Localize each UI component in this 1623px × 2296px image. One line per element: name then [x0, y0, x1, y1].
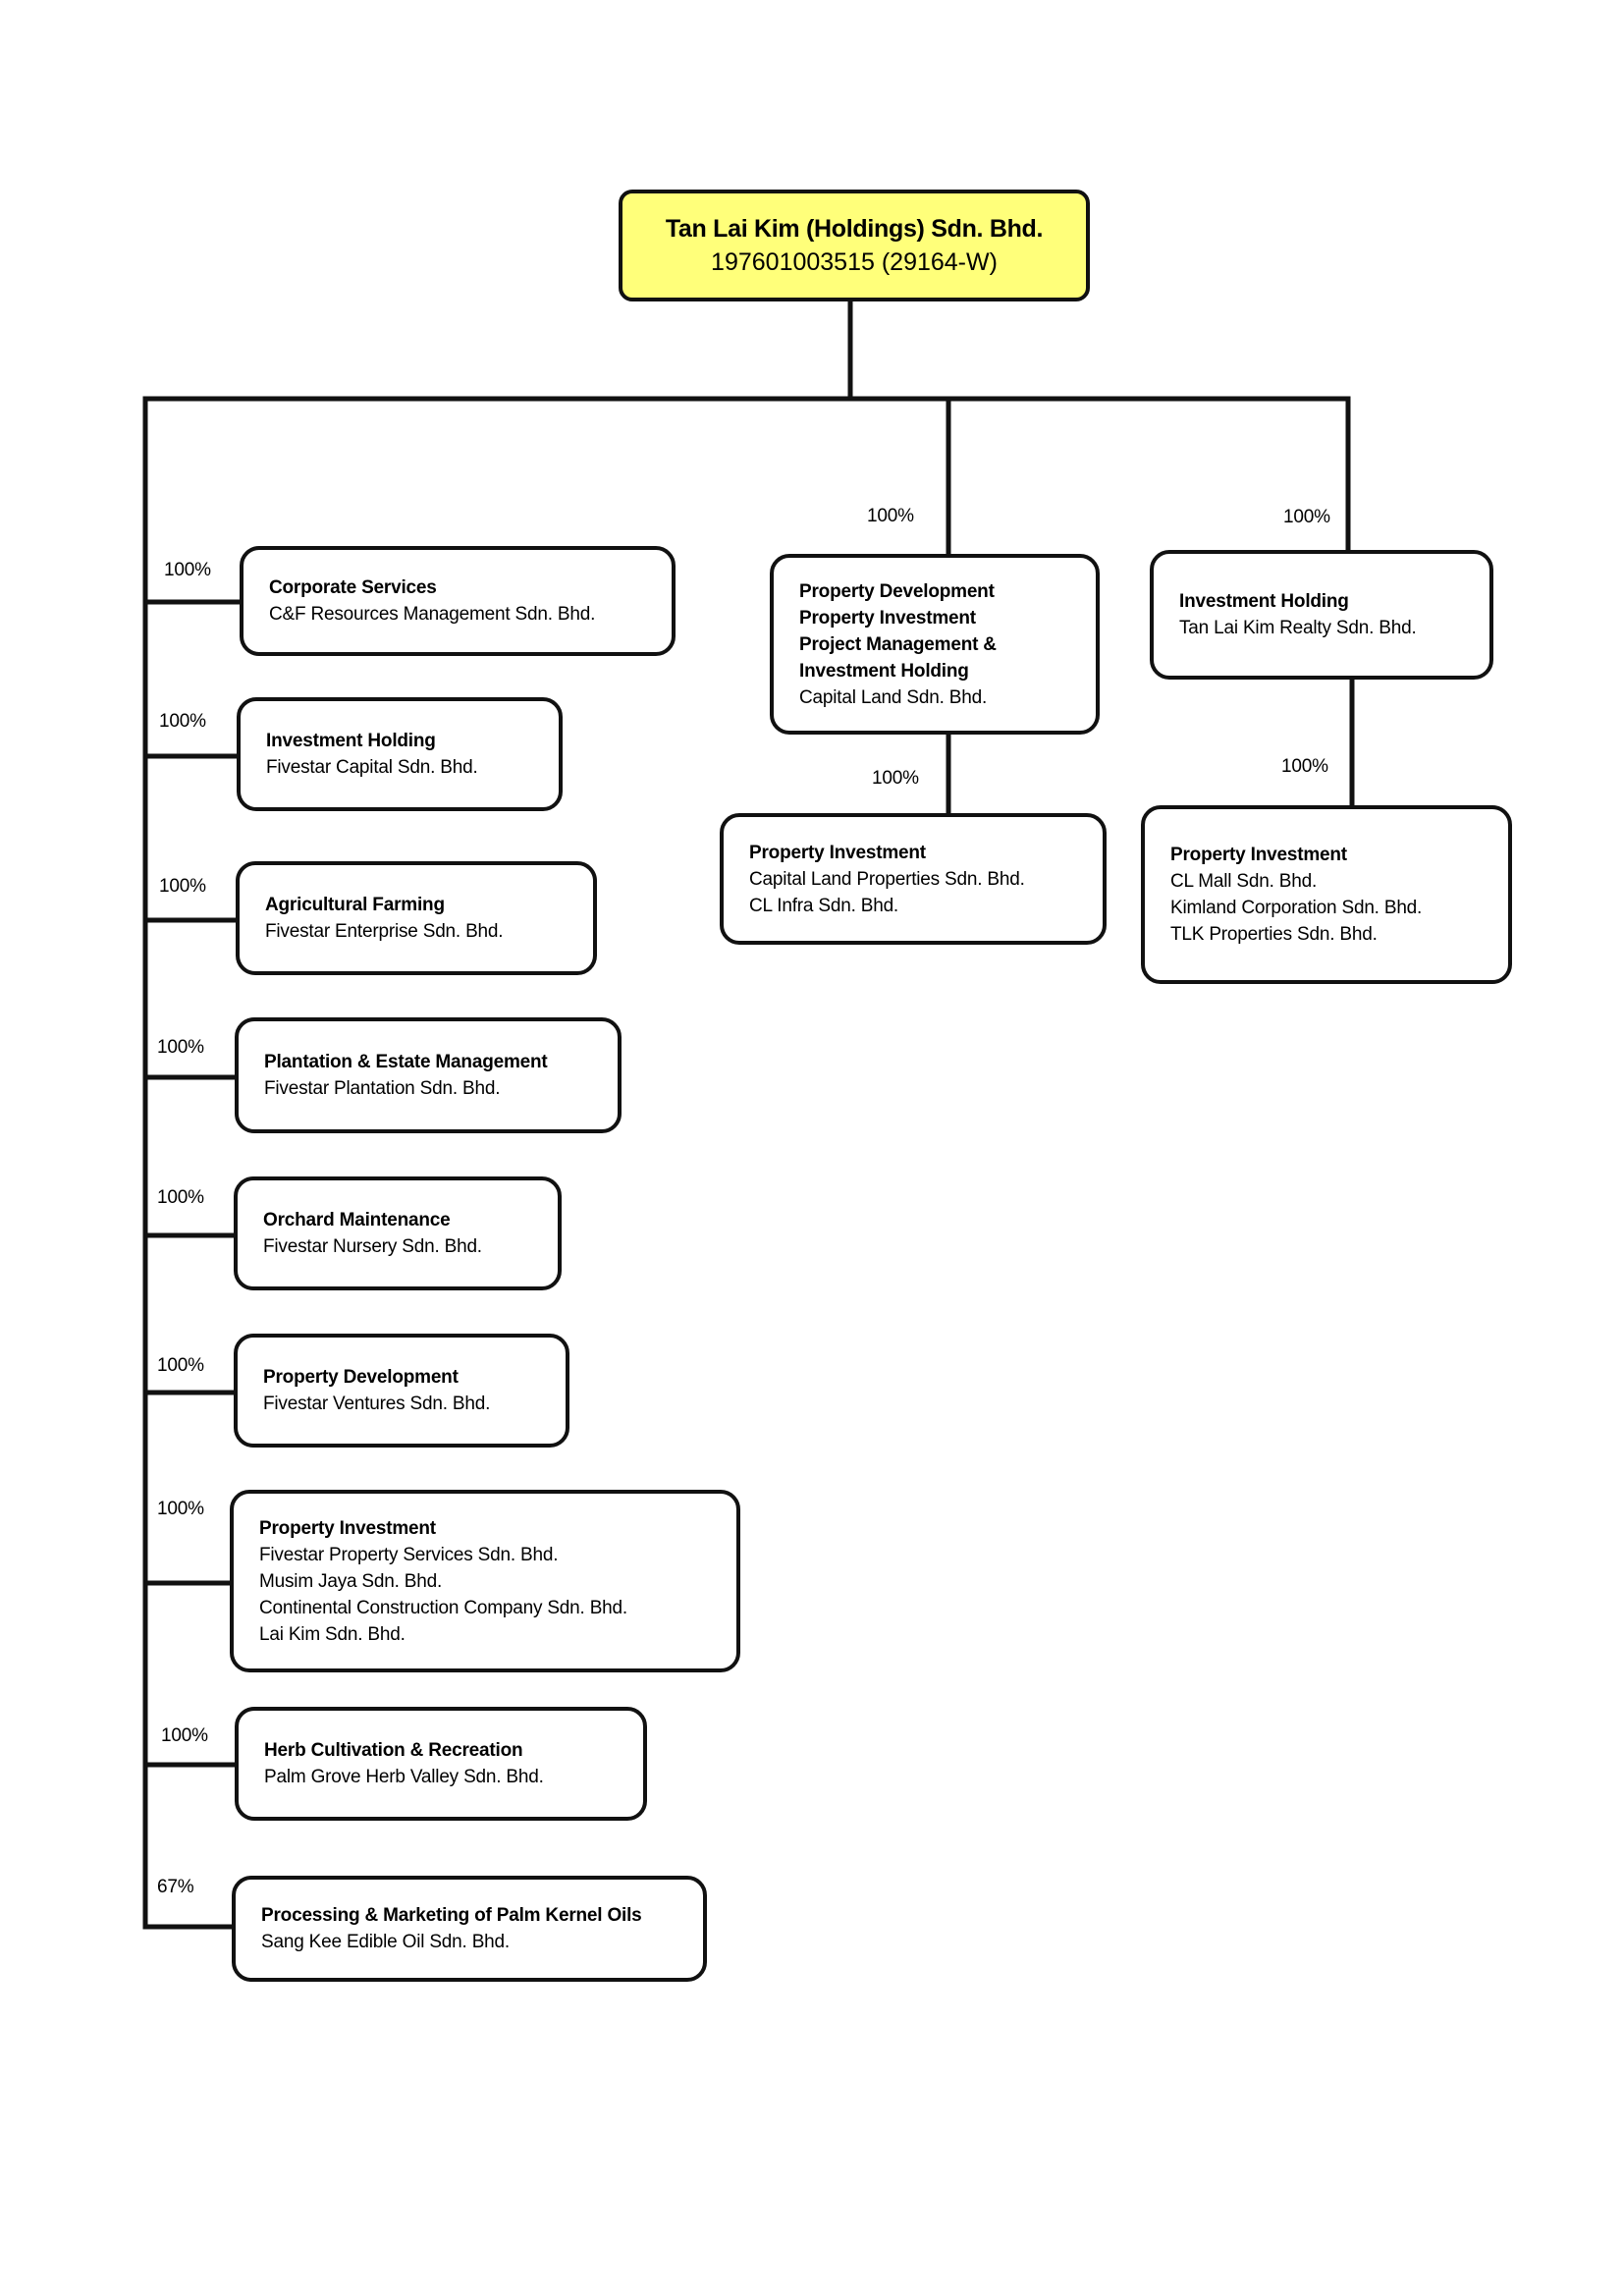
business-activity: Investment Holding	[1179, 591, 1349, 612]
subsidiary-box: Agricultural Farming Fivestar Enterprise…	[236, 861, 597, 975]
ownership-pct: 100%	[161, 1725, 208, 1746]
company-name: Kimland Corporation Sdn. Bhd.	[1170, 898, 1423, 918]
business-activity: Property Investment	[799, 607, 976, 629]
business-activity: Processing & Marketing of Palm Kernel Oi…	[261, 1905, 642, 1926]
ownership-pct: 100%	[164, 560, 211, 580]
company-name: Fivestar Enterprise Sdn. Bhd.	[265, 921, 504, 942]
ownership-pct: 100%	[159, 711, 206, 732]
company-name: Musim Jaya Sdn. Bhd.	[259, 1570, 443, 1592]
ownership-pct: 100%	[1281, 756, 1328, 777]
company-name: Continental Construction Company Sdn. Bh…	[259, 1597, 627, 1618]
business-activity: Plantation & Estate Management	[264, 1052, 548, 1072]
business-activity: Orchard Maintenance	[263, 1210, 451, 1230]
subsidiary-box: Property Development Property Investment…	[770, 554, 1100, 735]
subsidiary-box: Property Investment Fivestar Property Se…	[230, 1490, 740, 1672]
ownership-pct: 100%	[157, 1187, 204, 1208]
company-name: Capital Land Properties Sdn. Bhd.	[749, 868, 1025, 890]
company-name: Sang Kee Edible Oil Sdn. Bhd.	[261, 1932, 510, 1952]
ownership-pct: 100%	[157, 1499, 204, 1519]
company-name: CL Mall Sdn. Bhd.	[1170, 871, 1318, 892]
business-activity: Property Investment	[259, 1517, 436, 1539]
subsidiary-box: Property Investment CL Mall Sdn. Bhd. Ki…	[1141, 805, 1512, 984]
business-activity: Agricultural Farming	[265, 895, 445, 915]
business-activity: Corporate Services	[269, 577, 437, 598]
subsidiary-box: Processing & Marketing of Palm Kernel Oi…	[232, 1876, 707, 1982]
ownership-pct: 100%	[157, 1355, 204, 1376]
company-name: Lai Kim Sdn. Bhd.	[259, 1623, 406, 1645]
business-activity: Property Development	[799, 580, 995, 602]
company-name: Fivestar Capital Sdn. Bhd.	[266, 757, 478, 778]
root-company-name: Tan Lai Kim (Holdings) Sdn. Bhd.	[665, 215, 1044, 243]
business-activity: Investment Holding	[799, 660, 969, 682]
root-company-reg-no: 197601003515 (29164-W)	[711, 248, 998, 276]
subsidiary-box: Property Investment Capital Land Propert…	[720, 813, 1107, 945]
ownership-pct: 100%	[1283, 507, 1330, 527]
subsidiary-box: Corporate Services C&F Resources Managem…	[240, 546, 676, 656]
ownership-pct: 100%	[872, 768, 919, 789]
ownership-pct: 100%	[157, 1037, 204, 1058]
business-activity: Herb Cultivation & Recreation	[264, 1740, 523, 1761]
business-activity: Project Management &	[799, 633, 997, 655]
business-activity: Property Investment	[1170, 845, 1347, 865]
subsidiary-box: Herb Cultivation & Recreation Palm Grove…	[235, 1707, 647, 1821]
subsidiary-box: Orchard Maintenance Fivestar Nursery Sdn…	[234, 1176, 562, 1290]
company-name: Fivestar Property Services Sdn. Bhd.	[259, 1544, 559, 1565]
company-name: C&F Resources Management Sdn. Bhd.	[269, 604, 596, 625]
company-name: Fivestar Ventures Sdn. Bhd.	[263, 1394, 491, 1414]
company-name: Tan Lai Kim Realty Sdn. Bhd.	[1179, 618, 1417, 638]
subsidiary-box: Plantation & Estate Management Fivestar …	[235, 1017, 622, 1133]
subsidiary-box: Property Development Fivestar Ventures S…	[234, 1334, 569, 1448]
ownership-pct: 67%	[157, 1877, 194, 1897]
company-name: TLK Properties Sdn. Bhd.	[1170, 924, 1378, 945]
company-name: CL Infra Sdn. Bhd.	[749, 895, 899, 916]
company-name: Fivestar Nursery Sdn. Bhd.	[263, 1236, 482, 1257]
root-company-box: Tan Lai Kim (Holdings) Sdn. Bhd. 1976010…	[619, 190, 1090, 301]
ownership-pct: 100%	[867, 506, 914, 526]
business-activity: Property Investment	[749, 842, 926, 863]
company-name: Palm Grove Herb Valley Sdn. Bhd.	[264, 1767, 544, 1787]
business-activity: Investment Holding	[266, 731, 436, 751]
subsidiary-box: Investment Holding Tan Lai Kim Realty Sd…	[1150, 550, 1493, 680]
company-name: Capital Land Sdn. Bhd.	[799, 686, 988, 708]
company-name: Fivestar Plantation Sdn. Bhd.	[264, 1078, 501, 1099]
ownership-pct: 100%	[159, 876, 206, 897]
subsidiary-box: Investment Holding Fivestar Capital Sdn.…	[237, 697, 563, 811]
business-activity: Property Development	[263, 1367, 459, 1388]
